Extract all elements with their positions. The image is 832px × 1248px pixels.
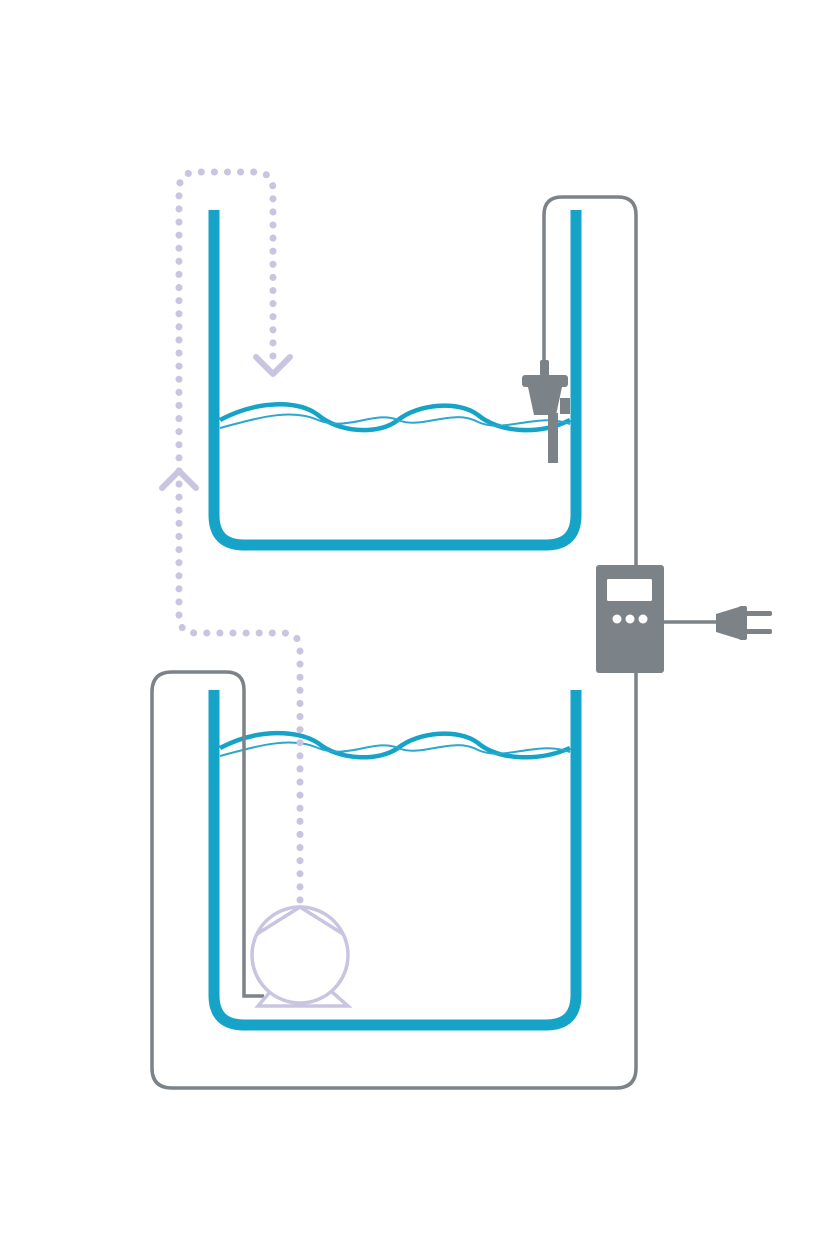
upper-tank-icon (208, 210, 582, 551)
flow-arrow-down-icon (253, 354, 293, 377)
controller-buttons (612, 614, 648, 624)
power-plug-icon (716, 606, 772, 640)
upper-water-wave-thick (218, 402, 572, 433)
controller-button (625, 614, 635, 624)
level-sensor-icon (522, 360, 570, 463)
controller-button (638, 614, 648, 624)
flow-arrow-up-icon (159, 468, 199, 491)
upper-tank-water (218, 402, 572, 433)
controller-button (612, 614, 622, 624)
flow-path-dotted (175, 168, 304, 904)
lower-tank-icon (208, 690, 582, 1031)
flow-path-line (175, 168, 304, 904)
upper-water-wave-thin (219, 413, 571, 429)
lower-water-wave-thick (218, 730, 571, 760)
lower-water-wave-thin (219, 741, 571, 757)
lower-tank-water (218, 730, 571, 760)
pump-cable (150, 670, 638, 1090)
submersible-pump-icon (250, 904, 353, 1008)
controller-display (607, 579, 652, 601)
sensor-cable (542, 195, 638, 567)
controller-icon (596, 565, 664, 673)
